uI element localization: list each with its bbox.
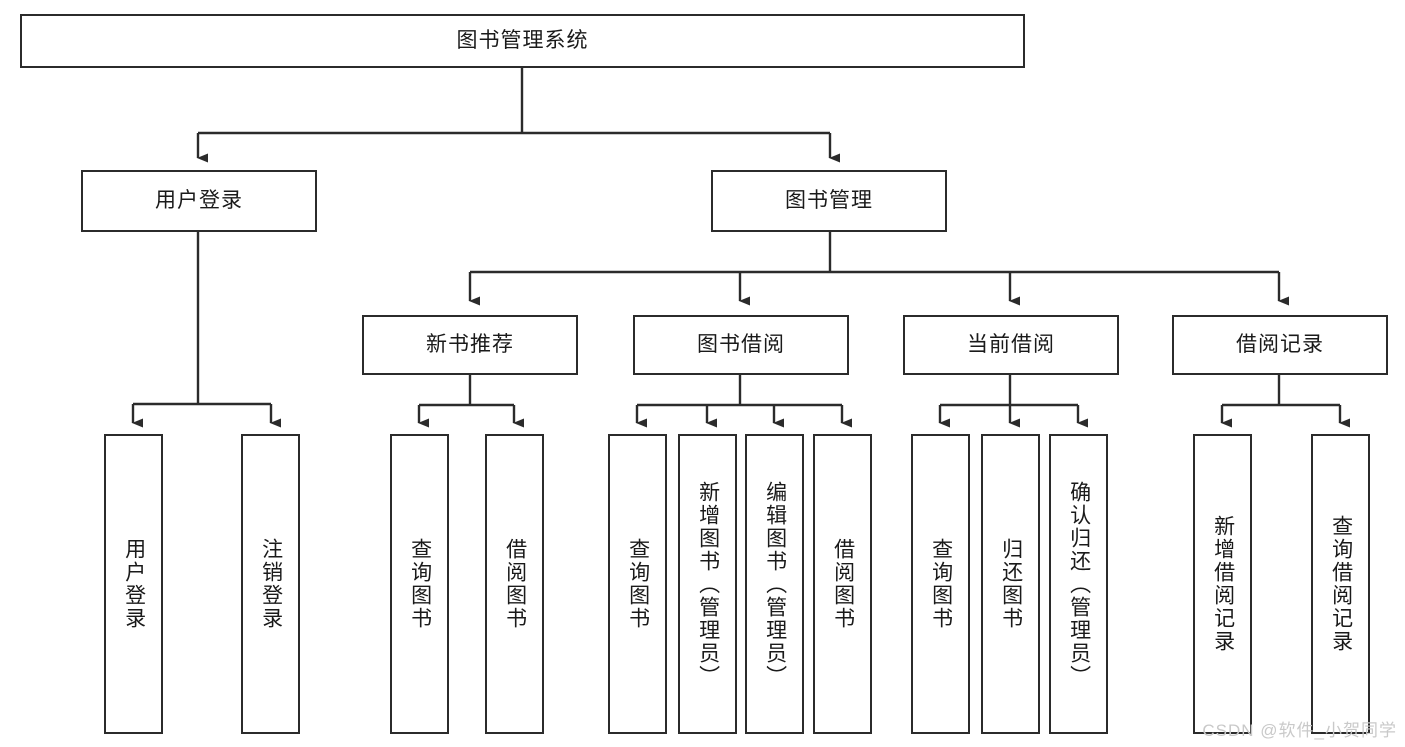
node-leaf-add-record[interactable]: 新增借阅记录 <box>1193 434 1252 734</box>
node-leaf-edit-book-label: 编辑图书（管理员） <box>763 480 787 688</box>
node-leaf-edit-book[interactable]: 编辑图书（管理员） <box>745 434 804 734</box>
node-current-borrow[interactable]: 当前借阅 <box>903 315 1119 375</box>
node-leaf-query-book-1-label: 查询图书 <box>408 538 432 630</box>
node-leaf-borrow-book-1-label: 借阅图书 <box>503 538 527 630</box>
node-leaf-query-book-2[interactable]: 查询图书 <box>608 434 667 734</box>
node-leaf-return-book-label: 归还图书 <box>999 538 1023 630</box>
node-leaf-borrow-book-2[interactable]: 借阅图书 <box>813 434 872 734</box>
node-user-login[interactable]: 用户登录 <box>81 170 317 232</box>
node-leaf-query-book-3-label: 查询图书 <box>929 538 953 630</box>
node-user-login-label: 用户登录 <box>155 189 243 213</box>
node-leaf-return-book[interactable]: 归还图书 <box>981 434 1040 734</box>
node-root[interactable]: 图书管理系统 <box>20 14 1025 68</box>
node-book-manage-label: 图书管理 <box>785 189 873 213</box>
node-book-borrow-label: 图书借阅 <box>697 333 785 357</box>
node-leaf-add-book-label: 新增图书（管理员） <box>696 480 720 688</box>
node-book-borrow[interactable]: 图书借阅 <box>633 315 849 375</box>
node-leaf-add-book[interactable]: 新增图书（管理员） <box>678 434 737 734</box>
node-leaf-borrow-book-2-label: 借阅图书 <box>831 538 855 630</box>
node-leaf-query-book-3[interactable]: 查询图书 <box>911 434 970 734</box>
node-leaf-query-record-label: 查询借阅记录 <box>1329 515 1353 653</box>
node-leaf-confirm-return[interactable]: 确认归还（管理员） <box>1049 434 1108 734</box>
node-current-borrow-label: 当前借阅 <box>967 333 1055 357</box>
node-leaf-confirm-return-label: 确认归还（管理员） <box>1067 480 1091 688</box>
node-leaf-add-record-label: 新增借阅记录 <box>1211 515 1235 653</box>
node-root-label: 图书管理系统 <box>456 29 589 53</box>
node-leaf-query-book-2-label: 查询图书 <box>626 538 650 630</box>
node-leaf-user-logout-label: 注销登录 <box>259 538 283 630</box>
node-borrow-record-label: 借阅记录 <box>1236 333 1324 357</box>
node-leaf-user-login-label: 用户登录 <box>122 538 146 630</box>
node-leaf-borrow-book-1[interactable]: 借阅图书 <box>485 434 544 734</box>
node-leaf-query-book-1[interactable]: 查询图书 <box>390 434 449 734</box>
node-borrow-record[interactable]: 借阅记录 <box>1172 315 1388 375</box>
node-leaf-user-logout[interactable]: 注销登录 <box>241 434 300 734</box>
watermark: CSDN @软件_小贺同学 <box>1202 721 1397 740</box>
node-new-book-recommend-label: 新书推荐 <box>426 333 514 357</box>
node-leaf-user-login[interactable]: 用户登录 <box>104 434 163 734</box>
node-book-manage[interactable]: 图书管理 <box>711 170 947 232</box>
node-leaf-query-record[interactable]: 查询借阅记录 <box>1311 434 1370 734</box>
node-new-book-recommend[interactable]: 新书推荐 <box>362 315 578 375</box>
